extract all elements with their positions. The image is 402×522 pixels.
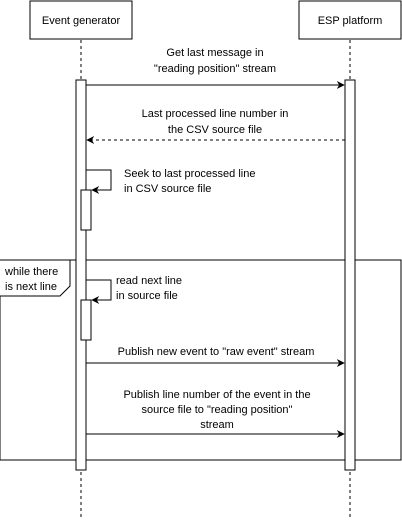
message-seek-to-line-line-2: in CSV source file bbox=[124, 183, 211, 195]
message-last-processed-line-line-2: the CSV source file bbox=[168, 124, 262, 136]
read-activation bbox=[80, 299, 92, 341]
message-publish-new-event: Publish new event to "raw event" stream bbox=[86, 346, 345, 367]
loop-fragment: while there is next line bbox=[0, 259, 402, 461]
message-publish-line-number: Publish line number of the event in the … bbox=[86, 389, 345, 438]
message-read-next-line-line-1: read next line bbox=[116, 275, 182, 287]
loop-fragment-label-line-2: is next line bbox=[5, 281, 57, 293]
seek-activation bbox=[80, 189, 92, 231]
message-read-next-line-line-2: in source file bbox=[116, 290, 178, 302]
message-last-processed-line-line-1: Last processed line number in bbox=[142, 108, 289, 120]
esp-platform-activation bbox=[344, 79, 356, 471]
message-get-last-message: Get last message in "reading position" s… bbox=[86, 47, 345, 89]
participant-esp-platform-label: ESP platform bbox=[318, 15, 383, 27]
message-seek-to-line: Seek to last processed line in CSV sourc… bbox=[86, 168, 255, 195]
message-publish-line-number-line-1: Publish line number of the event in the bbox=[123, 389, 310, 401]
message-get-last-message-line-2: "reading position" stream bbox=[154, 63, 276, 75]
message-publish-line-number-line-3: stream bbox=[200, 419, 234, 431]
loop-fragment-label-line-1: while there bbox=[4, 266, 58, 278]
participant-event-generator-label: Event generator bbox=[42, 15, 121, 27]
message-get-last-message-line-1: Get last message in bbox=[166, 47, 263, 59]
message-last-processed-line: Last processed line number in the CSV so… bbox=[86, 108, 345, 144]
event-generator-activation bbox=[75, 79, 87, 471]
participant-esp-platform: ESP platform bbox=[298, 0, 402, 40]
message-read-next-line-arrow bbox=[86, 279, 112, 304]
message-read-next-line: read next line in source file bbox=[86, 275, 182, 304]
message-seek-to-line-line-1: Seek to last processed line bbox=[124, 168, 255, 180]
message-publish-line-number-line-2: source file to "reading position" bbox=[142, 404, 293, 416]
message-publish-new-event-line-1: Publish new event to "raw event" stream bbox=[118, 346, 315, 358]
message-seek-to-line-arrow bbox=[86, 169, 112, 194]
participant-event-generator: Event generator bbox=[29, 0, 133, 40]
